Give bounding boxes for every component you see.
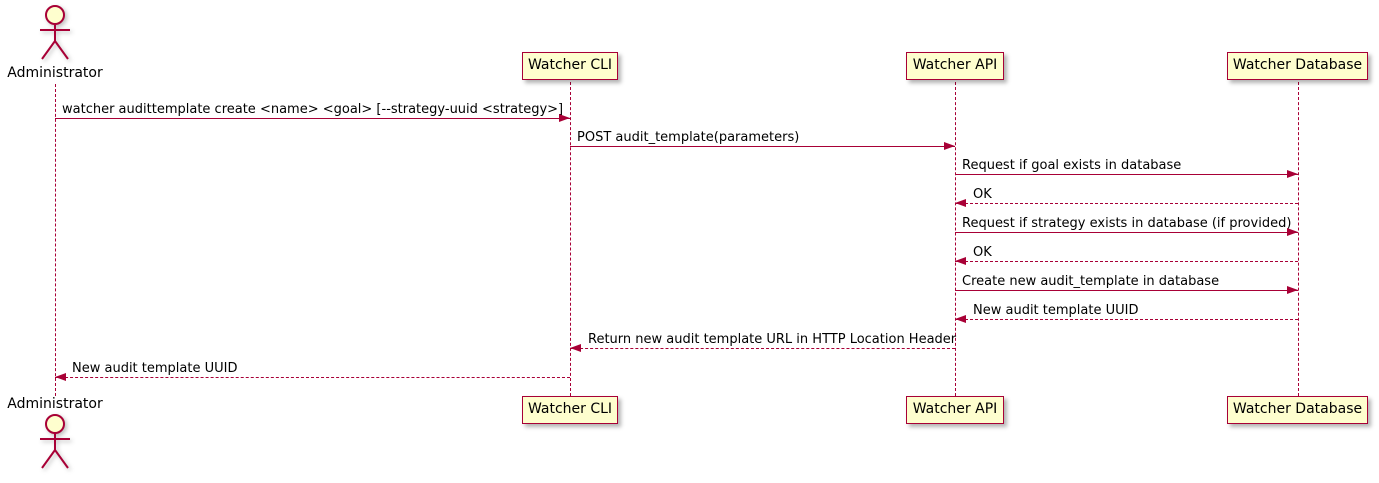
message-label: New audit template UUID bbox=[973, 303, 1139, 318]
participant-watcher-api-bottom: Watcher API bbox=[906, 396, 1004, 424]
actor-name-top: Administrator bbox=[7, 65, 103, 81]
participant-watcher-database-bottom: Watcher Database bbox=[1227, 396, 1368, 424]
message-label: Request if strategy exists in database (… bbox=[962, 216, 1292, 231]
message-label: Request if goal exists in database bbox=[962, 158, 1182, 173]
lifeline-watcher-api bbox=[955, 82, 956, 396]
message-line bbox=[955, 261, 1298, 262]
actor-name-bottom: Administrator bbox=[7, 396, 103, 412]
message-line bbox=[570, 146, 955, 147]
message-line bbox=[955, 319, 1298, 320]
arrowhead-icon bbox=[559, 114, 570, 122]
arrowhead-icon bbox=[955, 257, 966, 265]
message-line bbox=[955, 290, 1298, 291]
arrowhead-icon bbox=[570, 344, 581, 352]
arrowhead-icon bbox=[1287, 170, 1298, 178]
arrowhead-icon bbox=[1287, 286, 1298, 294]
message-line bbox=[55, 118, 570, 119]
participant-watcher-api-top: Watcher API bbox=[906, 52, 1004, 80]
message-line bbox=[55, 377, 570, 378]
message-label: Return new audit template URL in HTTP Lo… bbox=[588, 332, 957, 347]
message-line bbox=[955, 174, 1298, 175]
actor-icon bbox=[40, 5, 70, 60]
arrowhead-icon bbox=[955, 315, 966, 323]
participant-watcher-cli-top: Watcher CLI bbox=[522, 52, 618, 80]
arrowhead-icon bbox=[55, 373, 66, 381]
participant-watcher-cli-bottom: Watcher CLI bbox=[522, 396, 618, 424]
participant-watcher-database-top: Watcher Database bbox=[1227, 52, 1368, 80]
message-label: OK bbox=[973, 245, 992, 260]
lifeline-watcher-cli bbox=[570, 82, 571, 396]
actor-icon bbox=[40, 414, 70, 469]
message-line bbox=[955, 203, 1298, 204]
lifeline-watcher-database bbox=[1298, 82, 1299, 396]
message-label: New audit template UUID bbox=[72, 361, 238, 376]
arrowhead-icon bbox=[1287, 228, 1298, 236]
message-line bbox=[955, 232, 1298, 233]
message-label: watcher audittemplate create <name> <goa… bbox=[62, 102, 564, 117]
message-label: OK bbox=[973, 187, 992, 202]
message-label: POST audit_template(parameters) bbox=[577, 130, 800, 145]
arrowhead-icon bbox=[955, 199, 966, 207]
lifeline-administrator bbox=[55, 84, 56, 396]
arrowhead-icon bbox=[944, 142, 955, 150]
message-label: Create new audit_template in database bbox=[962, 274, 1220, 289]
message-line bbox=[570, 348, 955, 349]
